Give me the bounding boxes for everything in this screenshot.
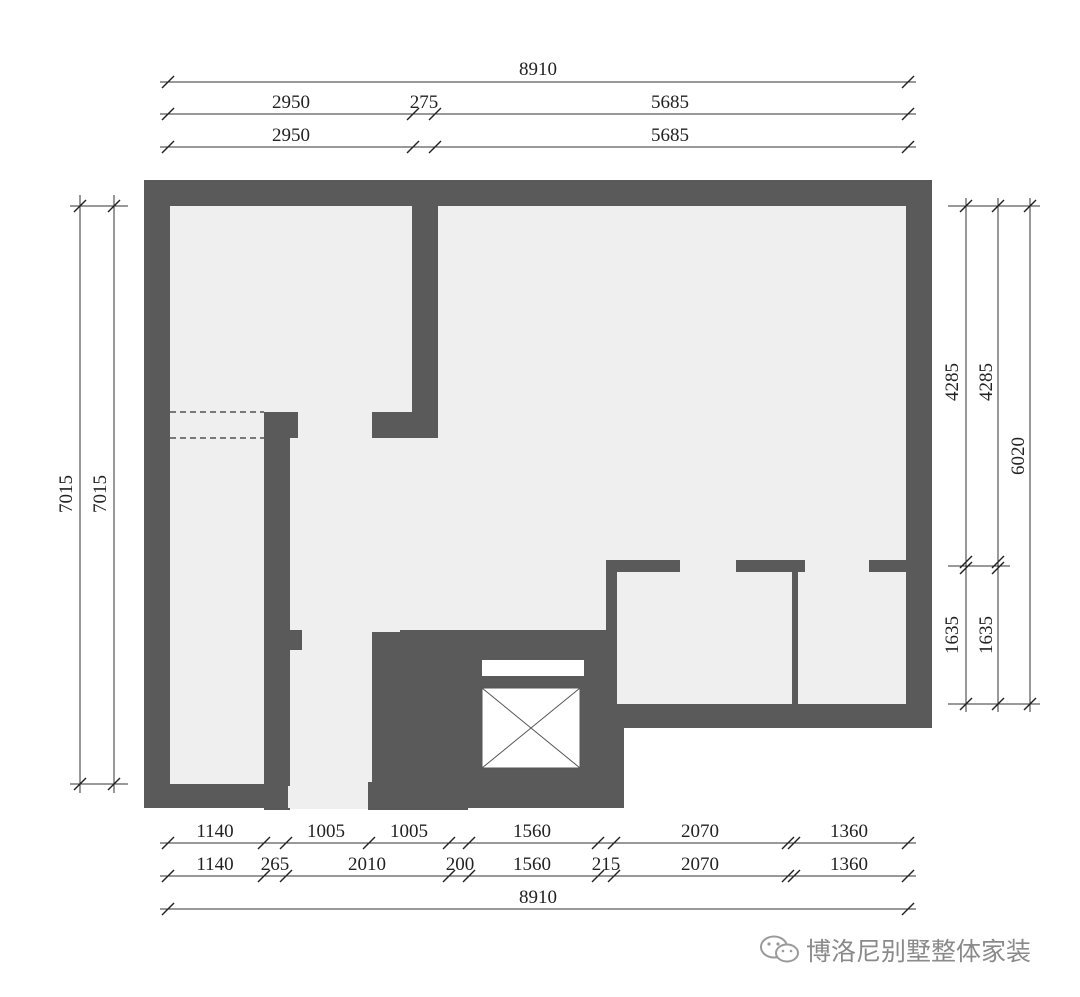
top-total-label: 8910: [519, 59, 557, 80]
dashed-opening: [170, 411, 264, 439]
top-dimensions: 8910 2950 275 5685 2950 5685: [160, 59, 916, 154]
bottom-row2-label-4: 200: [446, 854, 475, 875]
left-label-2: 7015: [90, 475, 111, 513]
bottom-row1-label-2: 1005: [307, 821, 345, 842]
right-lower-label-1: 1635: [942, 616, 963, 654]
bottom-row1-label-6: 1360: [830, 821, 868, 842]
bottom-row2-label-7: 2070: [681, 854, 719, 875]
bottom-row2-label-1: 1140: [196, 854, 233, 875]
wechat-icon: [760, 935, 799, 963]
right-upper-label-1: 4285: [942, 363, 963, 401]
elevator-shaft: [452, 650, 596, 784]
bottom-row2-label-5: 1560: [513, 854, 551, 875]
floor-rooms: [170, 206, 906, 809]
left-dimensions: 7015 7015: [56, 195, 128, 793]
bottom-row1-label-3: 1005: [390, 821, 428, 842]
top-row2-label-2: 275: [410, 92, 439, 113]
bottom-row2-label-2: 265: [261, 854, 290, 875]
right-upper-label-2: 4285: [976, 363, 997, 401]
bottom-row2-label-6: 215: [592, 854, 621, 875]
entrance-opening: [288, 786, 368, 808]
bottom-total-label: 8910: [519, 887, 557, 908]
left-label-1: 7015: [56, 475, 77, 513]
top-row3-label-2: 5685: [651, 125, 689, 146]
top-row3-label-1: 2950: [272, 125, 310, 146]
right-dimensions: 4285 4285 6020 1635 1635: [942, 198, 1040, 712]
watermark-text: 博洛尼别墅整体家装: [806, 937, 1032, 966]
top-row2-label-3: 5685: [651, 92, 689, 113]
bottom-row2-label-3: 2010: [348, 854, 386, 875]
bottom-row1-label-5: 2070: [681, 821, 719, 842]
top-row2-label-1: 2950: [272, 92, 310, 113]
bottom-row1-label-4: 1560: [513, 821, 551, 842]
interior-walls: [264, 206, 909, 810]
bottom-dimensions: 1140 1005 1005 1560 2070 1360 1140 265 2…: [160, 821, 916, 916]
bottom-row2-label-8: 1360: [830, 854, 868, 875]
right-total-label: 6020: [1008, 437, 1029, 475]
watermark: 博洛尼别墅整体家装: [758, 932, 1031, 968]
bottom-row1-label-1: 1140: [196, 821, 233, 842]
right-lower-label-2: 1635: [976, 616, 997, 654]
